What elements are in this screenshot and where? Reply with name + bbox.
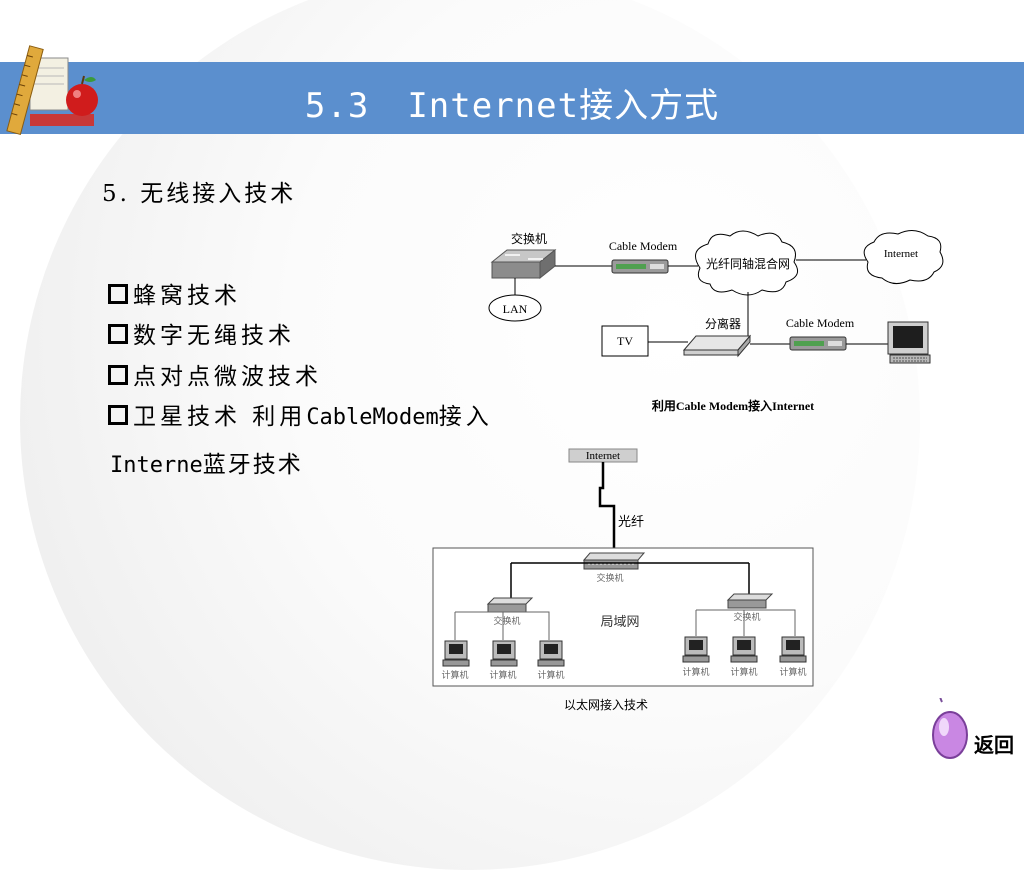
bullet-label: 蜂窝技术	[133, 283, 241, 309]
mouse-icon	[932, 711, 968, 759]
back-label: 返回	[974, 734, 1014, 757]
computer-label: 计算机	[682, 666, 709, 677]
lan-label: 局域网	[600, 614, 639, 629]
section-heading: 5. 无线接入技术	[102, 181, 297, 207]
cable-modem-diagram: 交换机 LAN Cable Modem 光纤同轴混合网 Internet 分离器…	[488, 230, 944, 413]
computer-icon	[682, 636, 710, 663]
fiber-label: 光纤	[618, 514, 644, 529]
fiber-line	[598, 462, 616, 555]
computer-label: 计算机	[489, 669, 516, 680]
bullet-label-part: 卫星技术 利用	[133, 404, 307, 430]
bullet-label: 点对点微波技术	[133, 364, 322, 390]
line-part: 蓝牙技术	[202, 452, 303, 478]
bullet-item: 点对点微波技术	[108, 357, 322, 391]
bullet-continuation: Interne蓝牙技术	[110, 445, 303, 479]
line-part: Interne	[110, 453, 203, 478]
hfc-network-label: 光纤同轴混合网	[706, 256, 790, 271]
bullet-label-part: 接入	[438, 404, 493, 430]
splitter-icon	[682, 334, 752, 358]
right-switch-icon	[726, 593, 774, 609]
bullet-label: 数字无绳技术	[133, 323, 295, 349]
square-bullet-icon	[108, 365, 128, 385]
background-circle	[20, 0, 920, 870]
computer-icon	[779, 636, 807, 663]
computer-label: 计算机	[779, 666, 806, 677]
square-bullet-icon	[108, 405, 128, 425]
internet-label: Internet	[586, 450, 620, 462]
computer-icon	[490, 640, 518, 667]
bullet-item: 卫星技术 利用CableModem接入	[108, 397, 493, 431]
internet-label: Internet	[884, 248, 918, 260]
internet-cloud	[863, 230, 944, 284]
computer-icon	[730, 636, 758, 663]
cable-modem-icon	[789, 336, 847, 351]
diagram2-caption: 以太网接入技术	[564, 697, 648, 712]
left-switch-icon	[486, 597, 534, 613]
main-switch-label: 交换机	[596, 572, 623, 583]
right-switch-label: 交换机	[733, 611, 760, 622]
splitter-label: 分离器	[705, 316, 741, 331]
computer-label: 计算机	[441, 669, 468, 680]
diagram1-caption: 利用Cable Modem接入Internet	[652, 398, 814, 413]
main-switch-icon	[582, 552, 646, 570]
cable-modem-top-label: Cable Modem	[609, 239, 678, 253]
left-switch-label: 交换机	[493, 615, 520, 626]
cable-modem-bottom-label: Cable Modem	[786, 316, 855, 330]
computer-label: 计算机	[730, 666, 757, 677]
switch-label: 交换机	[511, 231, 547, 246]
switch-icon	[490, 248, 557, 280]
computer-icon	[537, 640, 565, 667]
mouse-cable	[939, 698, 943, 703]
title-text: Internet接入方式	[407, 86, 720, 126]
lan-ellipse	[488, 294, 542, 322]
lan-label: LAN	[503, 302, 528, 316]
computer-icon	[887, 321, 931, 364]
square-bullet-icon	[108, 284, 128, 304]
title-number: 5.3	[304, 86, 370, 126]
computer-label: 计算机	[537, 669, 564, 680]
bullet-item: 蜂窝技术	[108, 276, 241, 310]
tv-box	[601, 325, 649, 357]
tv-label: TV	[617, 334, 633, 348]
mouse-highlight	[939, 718, 949, 736]
title-bar	[0, 62, 1024, 134]
bullet-label-part: CableModem	[306, 405, 439, 430]
back-button[interactable]: 返回	[928, 698, 1018, 762]
bullet-item: 数字无绳技术	[108, 316, 295, 350]
computer-icon	[442, 640, 470, 667]
ruler-apple-logo	[6, 45, 98, 136]
page-title: 5.3 Internet接入方式	[0, 86, 1024, 126]
cable-modem-icon	[611, 259, 669, 274]
hfc-cloud	[695, 230, 799, 296]
ethernet-diagram: Internet 光纤 交换机 交换机 交换机 局域网 计算机 计算机 计算机 …	[432, 448, 814, 712]
square-bullet-icon	[108, 324, 128, 344]
